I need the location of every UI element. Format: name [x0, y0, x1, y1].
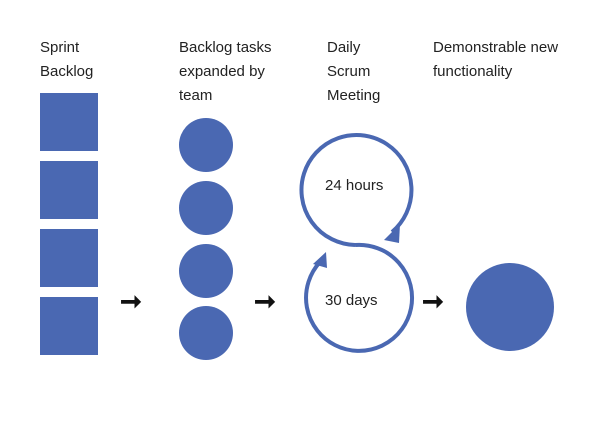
task-circle — [179, 244, 233, 298]
arrow-right-icon: ➞ — [422, 286, 444, 316]
daily-scrum-label: Daily Scrum Meeting — [327, 39, 381, 104]
30-days-label: 30 days — [325, 292, 378, 309]
backlog-item-square — [40, 161, 98, 219]
sprint-backlog-label: Sprint Backlog — [40, 39, 94, 80]
task-circle — [179, 306, 233, 360]
expanded-tasks-label: Backlog tasks expanded by team — [179, 39, 272, 104]
arrow-right-icon: ➞ — [120, 286, 142, 316]
arrowhead-icon — [313, 252, 327, 268]
task-circle — [179, 181, 233, 235]
sprint-loop-path — [304, 242, 414, 353]
24-hours-label: 24 hours — [325, 177, 384, 194]
backlog-item-square — [40, 297, 98, 355]
daily-loop-path — [299, 133, 414, 247]
backlog-item-square — [40, 229, 98, 287]
arrowhead-icon — [384, 224, 400, 243]
increment-circle — [466, 263, 554, 351]
task-circle — [179, 118, 233, 172]
arrow-right-icon: ➞ — [254, 286, 276, 316]
demonstrable-label: Demonstrable new functionality — [433, 39, 559, 80]
backlog-item-square — [40, 93, 98, 151]
